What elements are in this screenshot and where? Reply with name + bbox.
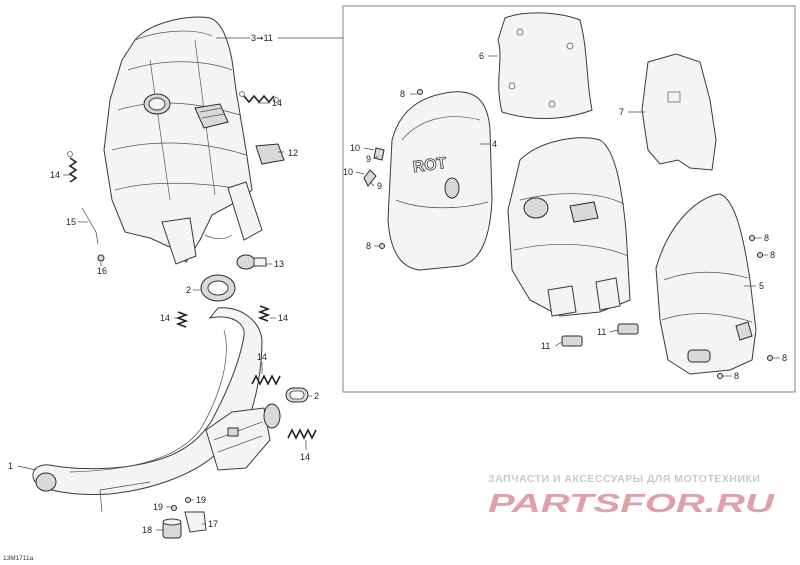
leader-lines	[17, 37, 780, 531]
callout-15: 15	[66, 217, 76, 227]
insulation-pad-6	[497, 12, 593, 119]
nut-8-r1	[749, 235, 755, 241]
nut-16	[97, 254, 105, 262]
callout-14-low1: 14	[257, 352, 267, 362]
callout-8-r4: 8	[734, 371, 739, 381]
callout-3-11: 3➞11	[251, 33, 273, 43]
callout-4: 4	[492, 139, 497, 149]
nut-8-left	[379, 243, 385, 249]
callout-14-left: 14	[50, 170, 60, 180]
cover-embossed-text: ROT	[412, 155, 448, 177]
callout-14-low2: 14	[300, 452, 310, 462]
callout-8-r3: 8	[782, 353, 787, 363]
callout-14-upper: 14	[272, 98, 282, 108]
bolt-19-a	[171, 505, 177, 511]
bumper-11-b	[617, 323, 639, 335]
bracket-rod-15	[81, 207, 99, 245]
callout-5: 5	[759, 281, 764, 291]
exhaust-pipe-assembly	[32, 307, 281, 513]
detail-frame	[342, 5, 796, 393]
callout-8-top: 8	[400, 89, 405, 99]
rubber-mount-18	[162, 518, 182, 539]
callout-10-a: 10	[350, 143, 360, 153]
gasket-2-right	[285, 387, 309, 403]
callout-16: 16	[97, 266, 107, 276]
spring-left	[67, 151, 78, 183]
callout-7: 7	[619, 107, 624, 117]
callout-14-midr: 14	[278, 313, 288, 323]
spring-lower-2	[287, 428, 317, 440]
muffler-housing-3	[507, 137, 631, 317]
clip-part-12	[255, 143, 285, 165]
callout-9-a: 9	[366, 154, 371, 164]
callout-19-b: 19	[196, 495, 206, 505]
watermark-tagline: ЗАПЧАСТИ И АКСЕССУАРЫ ДЛЯ МОТОТЕХНИКИ	[488, 473, 760, 485]
spring-mid-right	[257, 305, 271, 322]
callout-6: 6	[479, 51, 484, 61]
muffler-cover-4: ROT	[387, 91, 493, 271]
callout-19-a: 19	[153, 502, 163, 512]
clip-9-a	[373, 147, 385, 161]
clip-9-b	[363, 169, 377, 187]
callout-10-b: 10	[343, 167, 353, 177]
plug-13	[236, 254, 267, 270]
nut-8-r3	[767, 355, 773, 361]
bracket-17	[184, 511, 207, 533]
callout-8-r1: 8	[764, 233, 769, 243]
nut-8-top	[417, 89, 423, 95]
callout-8-left: 8	[366, 241, 371, 251]
insulation-pad-7	[641, 53, 717, 171]
callout-11-a: 11	[541, 341, 550, 351]
callout-labels: 3➞11 14 12 14 15 16 13 2 14 14 14 2 14 1…	[8, 33, 787, 535]
callout-2-right: 2	[314, 391, 319, 401]
nut-8-r4	[717, 373, 723, 379]
bumper-11-a	[561, 335, 583, 347]
muffler-assembly	[103, 16, 263, 265]
callout-8-r2: 8	[770, 250, 775, 260]
callout-13: 13	[274, 259, 284, 269]
nut-19-b	[185, 497, 191, 503]
spring-lower-1	[251, 374, 281, 386]
watermark-brand: PARTSFOR.RU	[488, 488, 776, 518]
spring-upper	[239, 91, 279, 104]
callout-18: 18	[142, 525, 152, 535]
insulation-holes	[508, 28, 574, 108]
callout-11-b: 11	[597, 327, 606, 337]
nut-8-r2	[757, 252, 763, 258]
callout-2-left: 2	[186, 285, 191, 295]
callout-12: 12	[288, 148, 298, 158]
gasket-ring-2-left	[200, 274, 236, 302]
callout-1: 1	[8, 461, 13, 471]
spring-mid-left	[175, 311, 189, 328]
heat-shield-5	[655, 193, 757, 375]
callout-9-b: 9	[377, 181, 382, 191]
callout-17: 17	[208, 519, 218, 529]
figure-reference: 13M1711a	[3, 555, 34, 562]
callout-14-midl: 14	[160, 313, 170, 323]
